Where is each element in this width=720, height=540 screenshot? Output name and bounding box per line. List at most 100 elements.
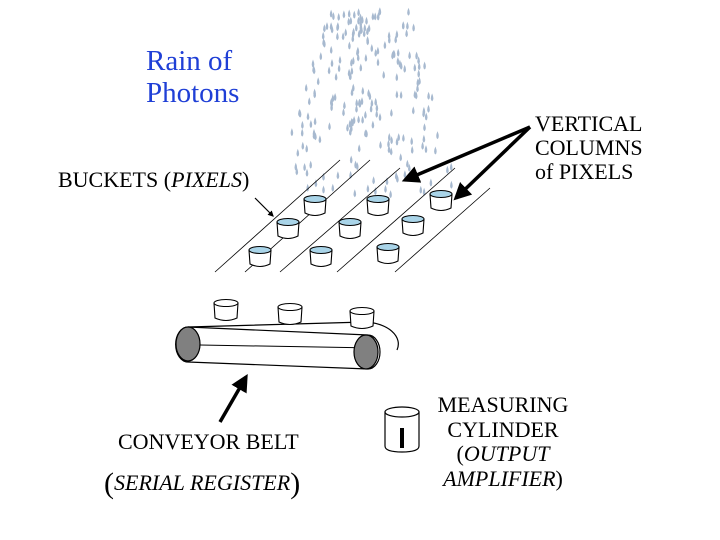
- pointer-arrows: [218, 125, 532, 423]
- raindrop: [368, 92, 372, 101]
- raindrop: [434, 146, 437, 155]
- raindrop: [355, 104, 358, 113]
- vertical-label-line-1: VERTICAL: [535, 111, 643, 136]
- raindrop: [416, 84, 419, 93]
- raindrop: [376, 58, 380, 67]
- raindrop: [348, 119, 352, 128]
- cylinder-gauge: [400, 428, 404, 448]
- raindrop: [349, 16, 353, 25]
- column-line: [214, 159, 341, 273]
- raindrop: [389, 190, 392, 199]
- raindrop: [343, 101, 346, 110]
- raindrop: [370, 98, 374, 107]
- cylinder-rim: [384, 406, 420, 418]
- raindrop: [372, 176, 375, 185]
- raindrop: [328, 122, 331, 131]
- raindrop: [360, 25, 363, 34]
- raindrop: [355, 98, 358, 107]
- raindrop: [395, 30, 399, 39]
- bucket-body: [309, 249, 333, 268]
- vertical-columns-label: VERTICAL COLUMNS of PIXELS: [535, 111, 643, 185]
- bucket-rim: [429, 189, 453, 199]
- raindrop: [391, 51, 394, 60]
- register-bucket: [349, 306, 375, 330]
- raindrop: [352, 56, 355, 65]
- raindrop: [357, 29, 361, 38]
- raindrop: [390, 108, 393, 117]
- serial-close-paren: ): [290, 467, 301, 500]
- conveyor-arrow: [218, 373, 248, 423]
- bucket-rim: [338, 217, 362, 227]
- raindrop: [352, 27, 355, 36]
- bucket-rim: [277, 302, 303, 312]
- raindrop: [353, 189, 357, 198]
- raindrop: [366, 36, 369, 44]
- raindrop: [357, 144, 361, 153]
- raindrop: [399, 153, 402, 162]
- bucket-rim: [376, 242, 400, 252]
- raindrop: [367, 24, 371, 33]
- raindrop: [361, 115, 364, 124]
- pixel-buckets: [248, 189, 453, 268]
- measuring-open-paren: (: [456, 441, 464, 467]
- raindrop: [342, 10, 346, 19]
- raindrop: [329, 9, 333, 18]
- raindrop: [359, 63, 363, 72]
- raindrop: [341, 32, 345, 41]
- raindrop: [350, 66, 354, 75]
- raindrop: [406, 159, 409, 168]
- raindrop: [319, 52, 323, 61]
- register-bucket: [213, 298, 239, 322]
- raindrop: [330, 103, 333, 112]
- raindrop: [450, 180, 453, 189]
- raindrop: [332, 12, 335, 21]
- raindrop: [304, 83, 308, 92]
- raindrop: [337, 64, 341, 73]
- raindrop: [403, 64, 406, 73]
- raindrop: [407, 7, 410, 16]
- raindrop: [309, 120, 313, 128]
- measuring-label-line-1: MEASURING: [437, 392, 569, 417]
- raindrop: [378, 113, 382, 121]
- raindrop: [301, 120, 304, 129]
- raindrop: [350, 58, 353, 67]
- raindrop: [357, 115, 360, 124]
- raindrop: [373, 12, 377, 21]
- vertical-label-line-3: of PIXELS: [535, 159, 634, 185]
- raindrop: [413, 90, 417, 99]
- raindrop: [298, 108, 301, 117]
- raindrop: [336, 171, 340, 180]
- bucket-body: [401, 218, 425, 237]
- raindrop: [311, 59, 315, 68]
- bucket-body: [213, 302, 239, 322]
- raindrop: [331, 183, 335, 192]
- raindrop: [334, 72, 338, 81]
- pixel-bucket: [303, 194, 327, 217]
- serial-register-italic: SERIAL REGISTER: [114, 470, 291, 495]
- raindrop: [364, 53, 368, 62]
- raindrop: [423, 61, 426, 70]
- raindrop: [417, 69, 420, 78]
- raindrop: [371, 12, 375, 21]
- measuring-output-italic: OUTPUT: [463, 441, 550, 467]
- right-roller: [353, 334, 379, 370]
- raindrop: [357, 16, 360, 25]
- raindrop: [423, 123, 426, 132]
- measuring-label-line-3: (OUTPUT: [428, 441, 578, 467]
- raindrop: [344, 28, 347, 37]
- raindrop: [305, 168, 309, 177]
- raindrop: [374, 48, 377, 57]
- bucket-rim: [309, 245, 333, 255]
- raindrop: [309, 160, 312, 169]
- raindrop: [322, 172, 325, 181]
- raindrop: [352, 83, 355, 92]
- column-arrow-2: [453, 125, 532, 201]
- column-arrow-1: [401, 125, 531, 183]
- raindrop: [329, 45, 333, 54]
- raindrop: [376, 46, 380, 55]
- raindrop: [361, 86, 365, 95]
- conveyor-belt: [175, 321, 399, 370]
- raindrop: [322, 38, 325, 47]
- raindrop: [357, 8, 360, 17]
